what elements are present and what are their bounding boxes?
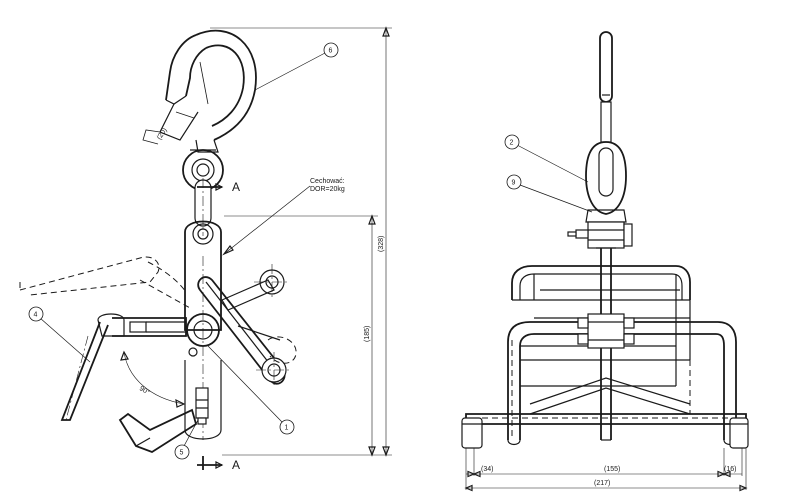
pivot-pin [186, 313, 220, 357]
calibration-note: Cechować: DOR=20kg [222, 178, 345, 256]
base-beam [461, 377, 749, 449]
balloon-2: 2 [504, 134, 589, 183]
balloon-4: 4 [28, 306, 91, 363]
clamp-block [577, 313, 635, 349]
total-height-dim: (328) [378, 236, 385, 252]
svg-text:4: 4 [34, 312, 38, 319]
shackle [567, 141, 633, 249]
right-offset-dim: (16) [724, 466, 736, 473]
balloon-1: 1 [207, 345, 295, 435]
width-dimensions: (34) (155) (16) (217) [464, 448, 748, 492]
svg-text:9: 9 [512, 180, 516, 187]
svg-text:2: 2 [510, 140, 514, 147]
lower-height-dim: (185) [364, 326, 371, 342]
balloon-6: 6 [254, 42, 339, 91]
section-label-top: A [232, 180, 240, 194]
section-label-bottom: A [232, 458, 240, 472]
svg-text:1: 1 [285, 425, 289, 432]
lifting-hook [142, 29, 257, 153]
svg-text:6: 6 [329, 48, 333, 55]
top-link [599, 31, 613, 143]
hook-throat-dim: (20) [156, 127, 169, 141]
left-offset-dim: (34) [481, 466, 493, 473]
svg-text:5: 5 [180, 450, 184, 457]
note-line-1: Cechować: [310, 178, 345, 185]
overall-width-dim: (217) [594, 480, 610, 487]
balloon-5: 5 [174, 419, 199, 460]
note-line-2: DOR=20kg [310, 186, 345, 193]
lever-arm [60, 313, 187, 421]
front-view: (34) (155) (16) (217) 2 9 [461, 31, 749, 492]
side-strap [197, 264, 297, 388]
section-marker-bottom: A [197, 456, 240, 472]
hidden-lines [482, 320, 730, 440]
side-view: (20) A [19, 26, 392, 472]
angle-annotation: 90° [120, 350, 186, 408]
open-position-arm [19, 256, 191, 309]
center-span-dim: (155) [604, 466, 620, 473]
angle-label: 90° [138, 384, 151, 396]
balloon-9: 9 [506, 174, 593, 213]
height-dimensions: (328) (185) [210, 26, 392, 457]
section-marker-top: A [197, 180, 240, 194]
lower-jaw [118, 387, 209, 454]
